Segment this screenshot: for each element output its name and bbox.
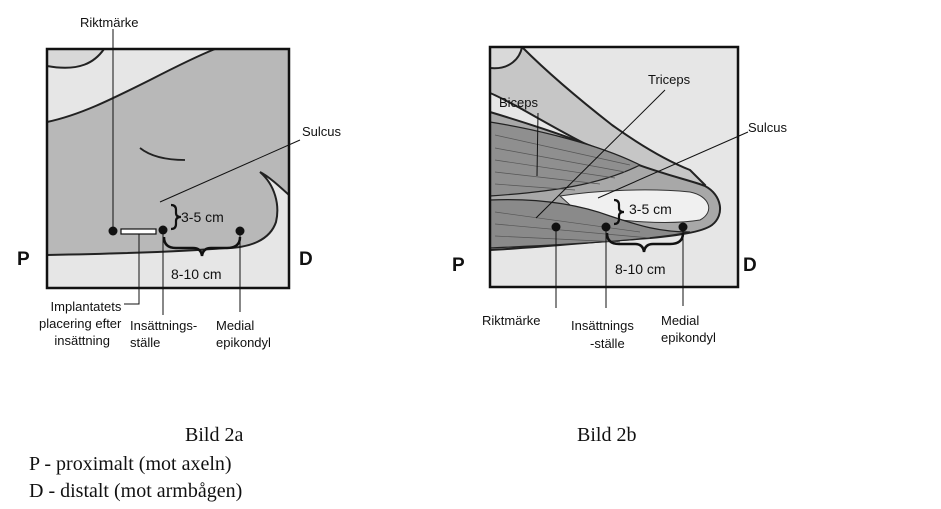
riktmarke-label-2a: Riktmärke: [80, 15, 139, 30]
riktmarke-point-2b: [551, 222, 561, 232]
measure-small-label-2b: 3-5 cm: [629, 201, 672, 217]
insertion-point-2b: [601, 222, 611, 232]
riktmarke-label-2b: Riktmärke: [482, 313, 541, 328]
triceps-leader-2b: [535, 89, 666, 219]
implant-leader-2a: [124, 234, 140, 305]
biceps-muscle-2b: [489, 121, 642, 197]
implant-marker-2a: [120, 228, 157, 235]
brace-small-2b: [613, 198, 625, 226]
triceps-label-2b: Triceps: [648, 72, 691, 87]
proximal-marker-2a: P: [17, 249, 30, 270]
measure-small-label-2a: 3-5 cm: [181, 209, 224, 225]
insertion-point-2a: [158, 225, 168, 235]
distal-marker-2b: D: [743, 255, 757, 276]
triceps-fibers-2b: [494, 211, 651, 243]
epicondyle-label-2a: Medial epikondyl: [216, 318, 271, 350]
riktmarke-point-2a: [108, 226, 118, 236]
proximal-marker-2b: P: [452, 255, 465, 276]
implant-label-2a: Implantatets placering efter insättning: [39, 299, 125, 348]
sulcus-label-2a: Sulcus: [302, 124, 342, 139]
legend-distal: D - distalt (mot armbågen): [29, 480, 243, 502]
epicondyle-label-2b: Medial epikondyl: [661, 313, 716, 345]
legend-proximal: P - proximalt (mot axeln): [29, 453, 232, 475]
caption-2b: Bild 2b: [577, 424, 637, 446]
figure-2b: Biceps Triceps Sulcus 3-5 cm 8-10 cm P D…: [452, 45, 788, 351]
brace-large-2a: [162, 236, 242, 257]
epicondyle-point-2a: [235, 226, 245, 236]
figure-2a: Riktmärke Sulcus 3-5 cm 8-10 cm P D Impl…: [17, 15, 342, 350]
sulcus-label-2b: Sulcus: [748, 120, 788, 135]
epicondyle-point-2b: [678, 222, 688, 232]
insertion-label-2a: Insättnings- ställe: [130, 318, 201, 350]
distal-marker-2a: D: [299, 249, 313, 270]
triceps-muscle-2b: [489, 199, 691, 249]
caption-2a: Bild 2a: [185, 424, 244, 446]
sulcus-leader-2b: [597, 131, 749, 199]
measure-large-label-2b: 8-10 cm: [615, 261, 666, 277]
biceps-leader-2b: [536, 112, 539, 177]
figure-2a-frame: [45, 47, 291, 290]
brace-large-2b: [605, 232, 685, 253]
biceps-fibers-2b: [494, 134, 631, 191]
figure-2b-frame: [488, 45, 740, 289]
brace-small-2a: [170, 203, 182, 231]
sulcus-leader-2a: [159, 139, 301, 203]
arm-shape-2a: [46, 48, 290, 257]
biceps-label-2b: Biceps: [499, 95, 539, 110]
measure-large-label-2a: 8-10 cm: [171, 266, 222, 282]
insertion-label-2b: Insättnings -ställe: [571, 318, 638, 351]
crease-line-2a: [139, 147, 186, 161]
